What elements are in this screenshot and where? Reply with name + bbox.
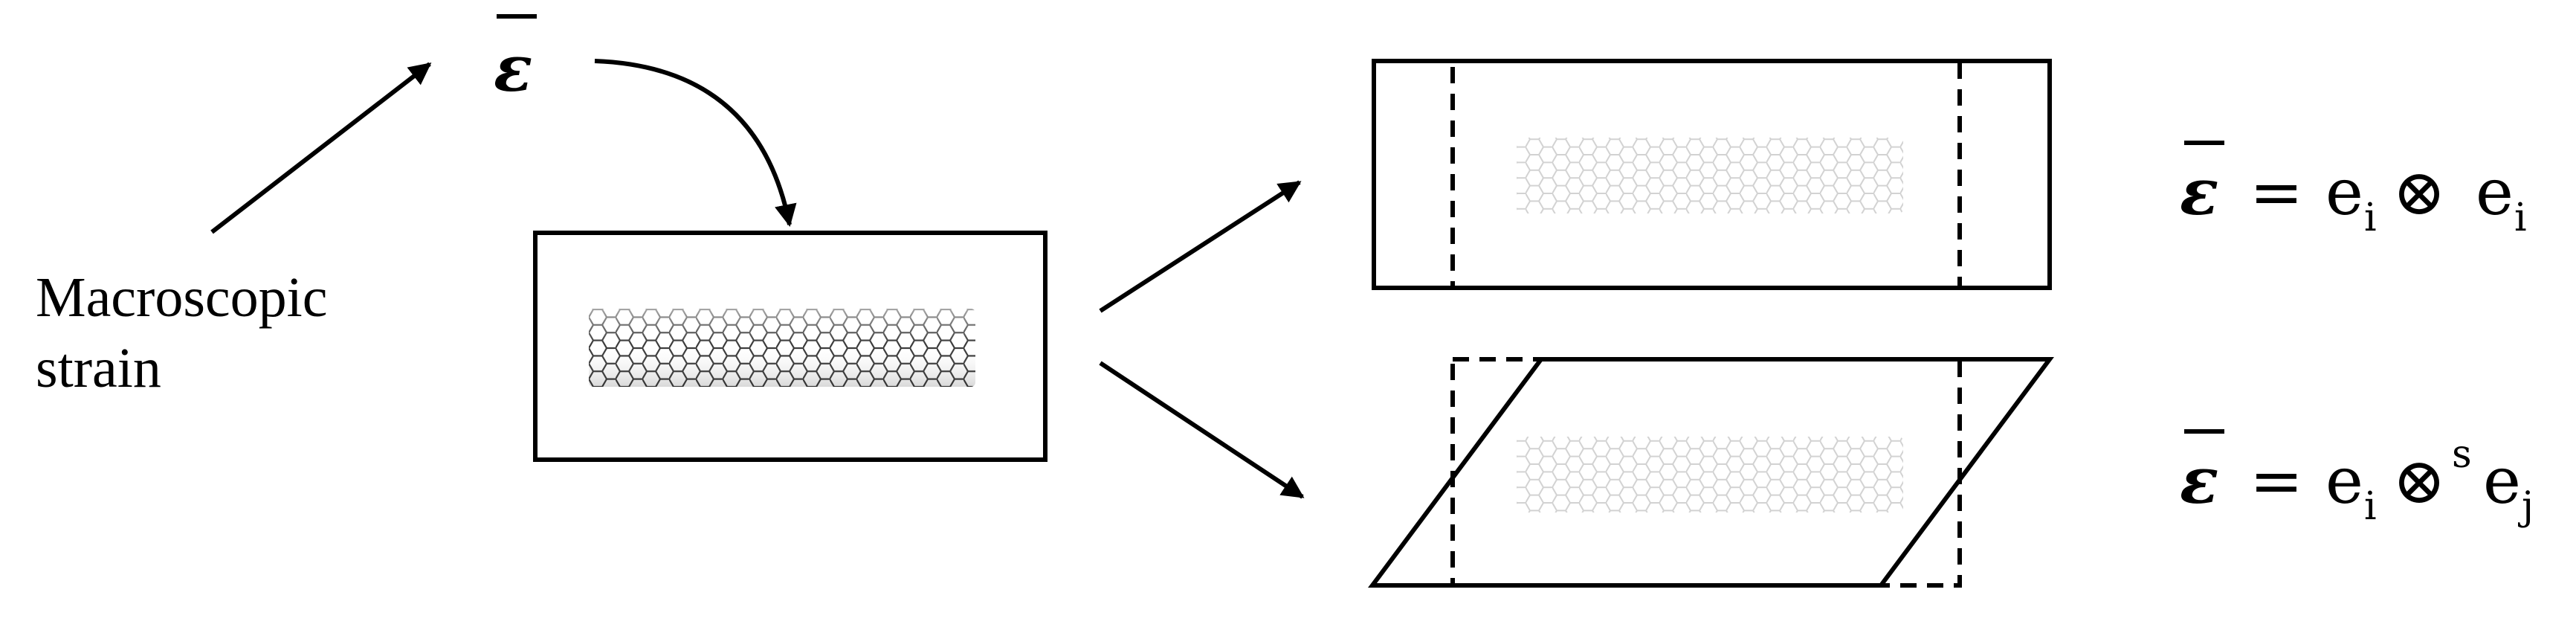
equation-shear: ε = e i ⊗ s e j — [2180, 429, 2534, 529]
equation-shear-lhs: ε — [2180, 443, 2218, 518]
arrow-strain-to-box — [594, 59, 797, 227]
equation-normal-lhs: ε — [2180, 155, 2218, 230]
normal-original-dashed-box — [1450, 59, 1962, 290]
macroscopic-label-line1: Macroscopic — [36, 266, 328, 329]
equation-normal-operator: ⊗ — [2392, 155, 2446, 230]
equation-shear-operator: ⊗ — [2392, 444, 2446, 518]
equation-shear-e1: e — [2325, 444, 2363, 518]
shear-original-dashed-box — [1450, 357, 1962, 588]
equation-normal-e2: e — [2476, 155, 2514, 230]
arrow-to-normal-case — [1099, 180, 1302, 313]
arrow-to-shear-case — [1099, 361, 1305, 499]
equation-normal-sub1: i — [2364, 196, 2377, 240]
normal-strain-case — [1372, 59, 2052, 290]
nanotube-shear — [1517, 437, 1903, 512]
strain-symbol: ε — [494, 31, 532, 106]
equation-normal: ε = e i ⊗ e i — [2180, 141, 2527, 240]
equation-shear-sub2: j — [2518, 484, 2534, 529]
equation-shear-equals: = — [2250, 444, 2303, 518]
equation-normal-sub2: i — [2514, 196, 2527, 240]
equation-normal-equals: = — [2250, 155, 2303, 230]
arrow-label-to-strain — [210, 62, 432, 234]
macroscopic-label-line2: strain — [36, 337, 161, 399]
equation-shear-sup: s — [2452, 432, 2472, 477]
equation-shear-sub1: i — [2364, 484, 2377, 529]
nanotube-reference — [589, 309, 975, 387]
equation-shear-e2: e — [2483, 444, 2521, 518]
equation-normal-e1: e — [2325, 155, 2363, 230]
shear-strain-case — [1368, 357, 2054, 588]
nanotube-normal — [1517, 138, 1903, 213]
